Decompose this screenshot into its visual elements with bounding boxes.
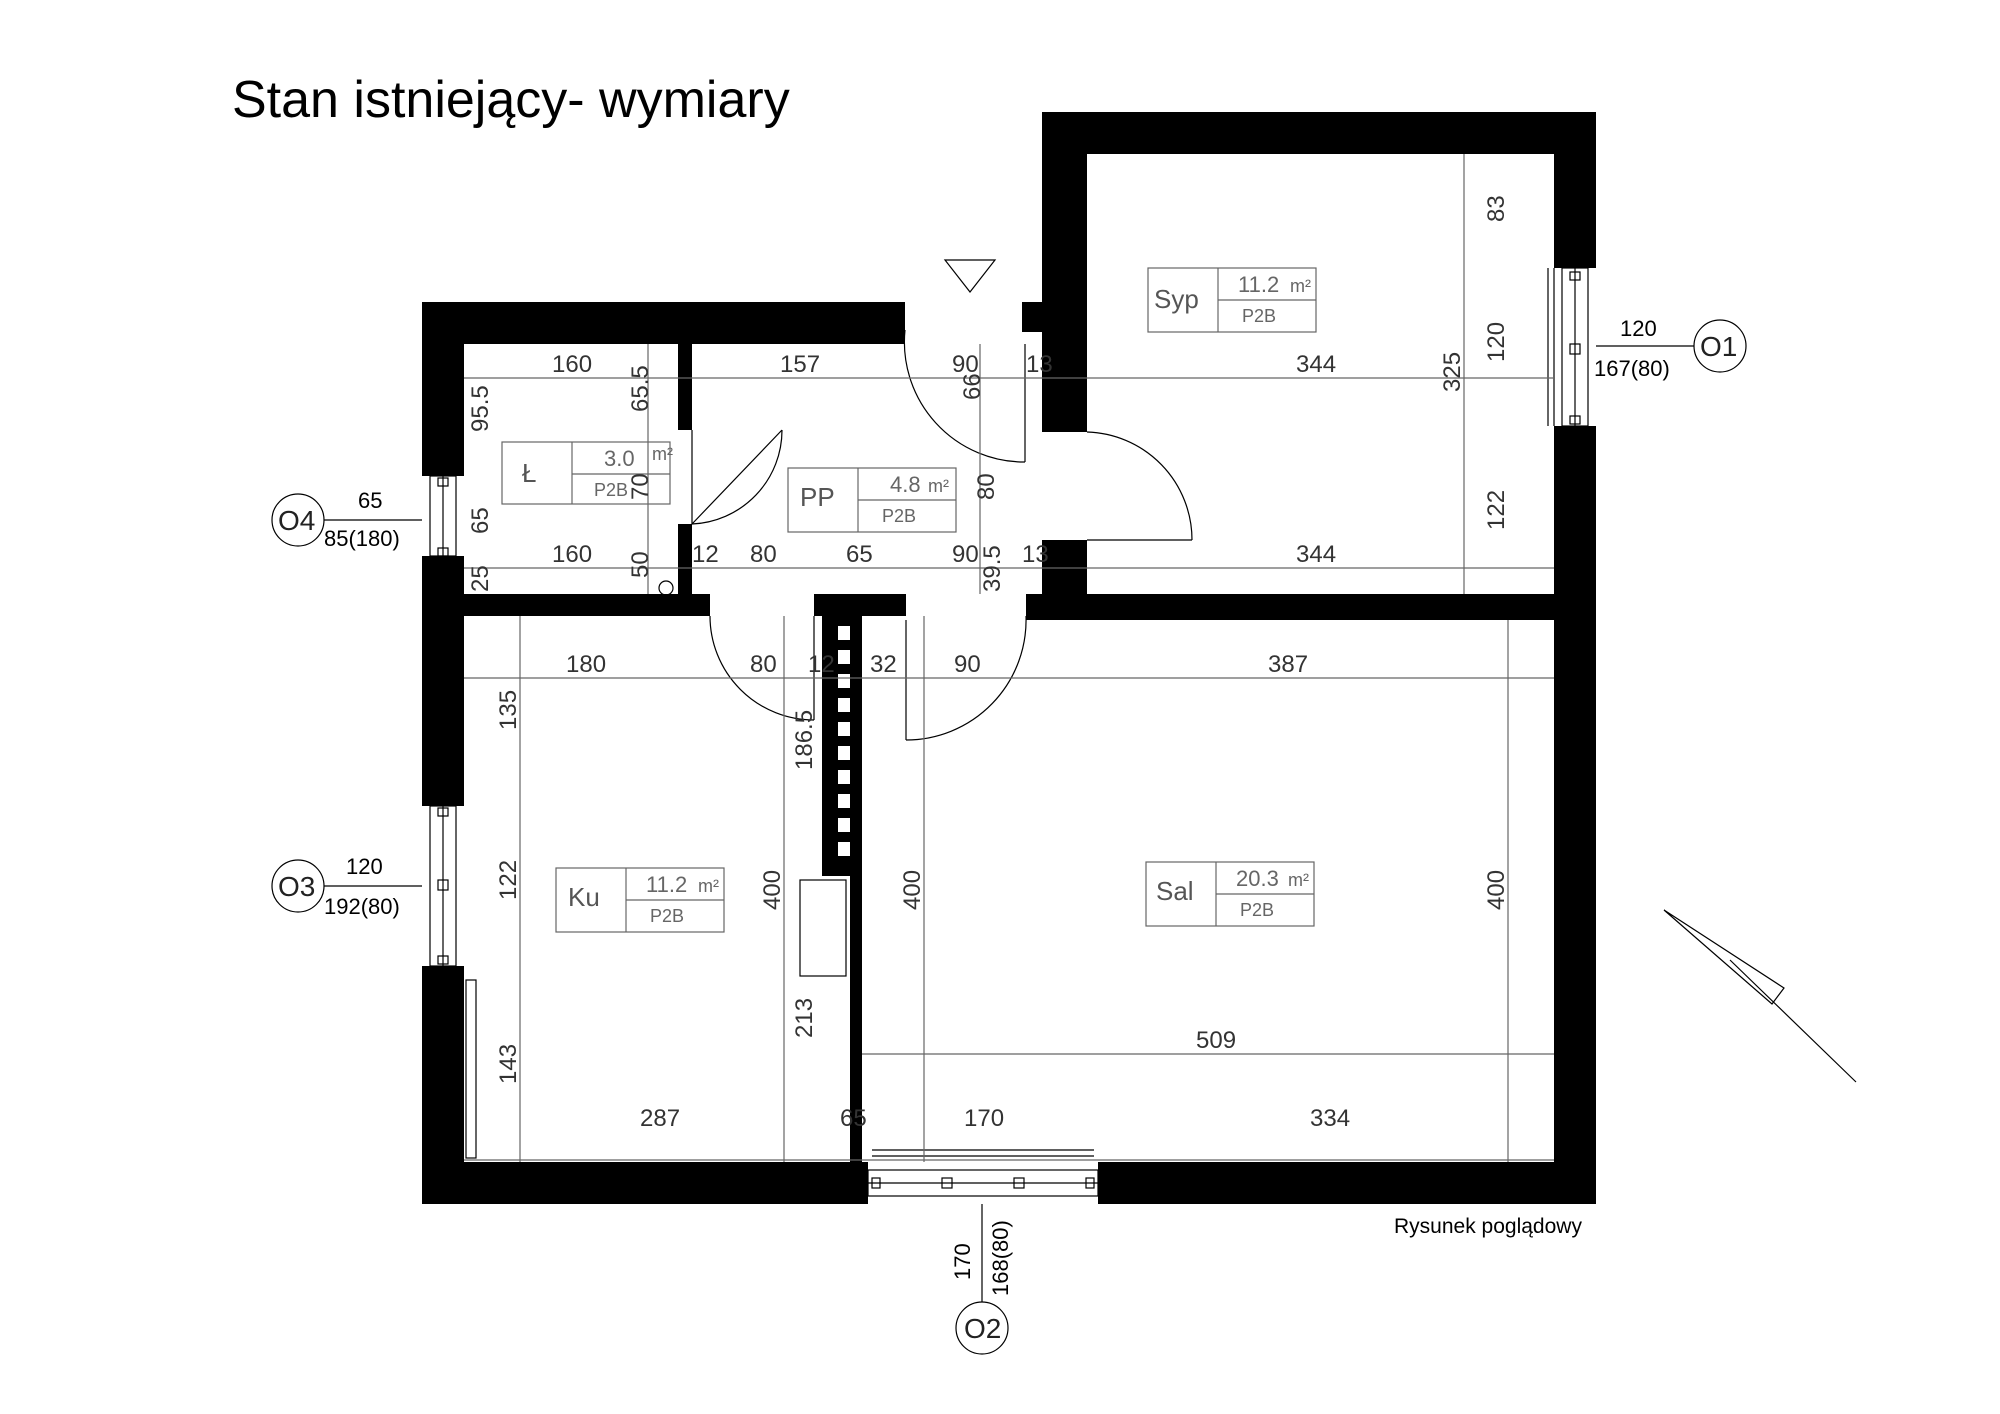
room-class: P2B bbox=[1240, 900, 1274, 920]
dim-h-12-low: 12 bbox=[808, 651, 835, 678]
kitchen-cabinet bbox=[799, 879, 847, 977]
window-height: 192(80) bbox=[324, 894, 400, 919]
window-height: 167(80) bbox=[1594, 356, 1670, 381]
dim-h-13-top: 13 bbox=[1026, 351, 1053, 378]
dim-h-170: 170 bbox=[964, 1105, 1004, 1132]
walls bbox=[422, 112, 1596, 1204]
room-lazienka: Ł 3.0 m² P2B bbox=[501, 441, 673, 505]
dim-v-65-5: 65.5 bbox=[627, 365, 654, 412]
dim-h-334: 334 bbox=[1310, 1105, 1350, 1132]
room-area-unit: m² bbox=[928, 476, 949, 496]
room-area-unit: m² bbox=[652, 444, 673, 464]
window-label: O4 bbox=[278, 505, 315, 536]
drain bbox=[658, 580, 674, 596]
room-label: Syp bbox=[1154, 284, 1199, 314]
dim-h-80-mid: 80 bbox=[750, 541, 777, 568]
dim-h-12-mid: 12 bbox=[692, 541, 719, 568]
dim-h-287: 287 bbox=[640, 1105, 680, 1132]
window-tag-O2: O2 170 168(80) bbox=[950, 1204, 1013, 1355]
dim-v-122-ku: 122 bbox=[495, 860, 522, 900]
dim-v-122-syp: 122 bbox=[1483, 490, 1510, 530]
dim-v-400-sal-l: 400 bbox=[899, 870, 926, 910]
window-tag-O4: O4 65 85(180) bbox=[271, 488, 422, 551]
dim-h-13-mid: 13 bbox=[1022, 541, 1049, 568]
room-label: PP bbox=[800, 482, 835, 512]
window-label: O2 bbox=[964, 1313, 1001, 1344]
room-area: 3.0 bbox=[604, 446, 635, 471]
dim-v-39-5: 39.5 bbox=[979, 545, 1006, 592]
window-label: O1 bbox=[1700, 331, 1737, 362]
window-tag-O3: O3 120 192(80) bbox=[271, 854, 422, 919]
window-width: 120 bbox=[1620, 316, 1657, 341]
kitchen-bench bbox=[465, 979, 477, 1159]
dim-v-70: 70 bbox=[627, 473, 654, 500]
dim-v-50: 50 bbox=[627, 551, 654, 578]
north-arrow bbox=[1663, 909, 1857, 1083]
dim-h-65-bot: 65 bbox=[840, 1105, 867, 1132]
dim-v-95-5: 95.5 bbox=[467, 385, 494, 432]
room-area: 4.8 bbox=[890, 472, 921, 497]
room-area: 11.2 bbox=[1238, 272, 1279, 297]
room-area: 11.2 bbox=[646, 872, 687, 897]
room-class: P2B bbox=[882, 506, 916, 526]
dim-h-90-top: 90 bbox=[952, 351, 979, 378]
room-class: P2B bbox=[594, 480, 628, 500]
dim-v-400-sal-r: 400 bbox=[1483, 870, 1510, 910]
window-height: 85(180) bbox=[324, 526, 400, 551]
dim-v-83: 83 bbox=[1483, 195, 1510, 222]
room-area: 20.3 bbox=[1236, 866, 1279, 891]
dim-h-80-low: 80 bbox=[750, 651, 777, 678]
room-label: Ł bbox=[522, 458, 536, 488]
room-area-unit: m² bbox=[1288, 870, 1309, 890]
room-area-unit: m² bbox=[1290, 276, 1311, 296]
dim-v-325: 325 bbox=[1439, 352, 1466, 392]
dim-v-186-5: 186.5 bbox=[791, 710, 818, 770]
dim-v-213: 213 bbox=[791, 998, 818, 1038]
window-tag-O1: O1 120 167(80) bbox=[1594, 316, 1747, 381]
room-przedpokoj: PP 4.8 m² P2B bbox=[787, 467, 957, 533]
room-area-unit: m² bbox=[698, 876, 719, 896]
window-width: 170 bbox=[950, 1243, 975, 1280]
dim-h-344-top: 344 bbox=[1296, 351, 1336, 378]
room-kuchnia: Ku 11.2 m² P2B bbox=[555, 867, 725, 933]
dim-v-400-ku: 400 bbox=[759, 870, 786, 910]
room-class: P2B bbox=[1242, 306, 1276, 326]
dimension-labels: 160 157 90 13 344 160 12 80 65 90 13 344… bbox=[467, 195, 1510, 1132]
window-width: 65 bbox=[358, 488, 382, 513]
doors bbox=[691, 329, 1193, 741]
dim-h-90-mid: 90 bbox=[952, 541, 979, 568]
window-label: O3 bbox=[278, 871, 315, 902]
dim-h-160-bot: 160 bbox=[552, 541, 592, 568]
dim-h-32: 32 bbox=[870, 651, 897, 678]
dim-v-120-syp: 120 bbox=[1483, 322, 1510, 362]
dim-v-66: 66 bbox=[959, 373, 986, 400]
dim-v-80-pp: 80 bbox=[973, 473, 1000, 500]
window-height: 168(80) bbox=[988, 1220, 1013, 1296]
dim-v-143: 143 bbox=[495, 1044, 522, 1084]
window-width: 120 bbox=[346, 854, 383, 879]
dim-h-344-bot: 344 bbox=[1296, 541, 1336, 568]
dim-v-25: 25 bbox=[467, 565, 494, 592]
dim-v-135: 135 bbox=[495, 690, 522, 730]
dimension-lines bbox=[464, 154, 1554, 1162]
room-salon: Sal 20.3 m² P2B bbox=[1145, 861, 1315, 927]
dim-h-157: 157 bbox=[780, 351, 820, 378]
room-class: P2B bbox=[650, 906, 684, 926]
plan-note: Rysunek poglądowy bbox=[1394, 1215, 1582, 1238]
window-openings bbox=[429, 267, 1589, 1197]
dim-v-65-l: 65 bbox=[467, 507, 494, 534]
dim-h-90-low: 90 bbox=[954, 651, 981, 678]
dim-h-180: 180 bbox=[566, 651, 606, 678]
dim-h-160-top: 160 bbox=[552, 351, 592, 378]
room-label: Sal bbox=[1156, 876, 1194, 906]
room-label: Ku bbox=[568, 882, 600, 912]
dim-h-509: 509 bbox=[1196, 1027, 1236, 1054]
plan-title: Stan istniejący- wymiary bbox=[232, 71, 790, 129]
entrance-marker bbox=[943, 259, 997, 293]
dim-h-65-mid: 65 bbox=[846, 541, 873, 568]
room-sypialnia: Syp 11.2 m² P2B bbox=[1147, 267, 1317, 333]
dim-h-387: 387 bbox=[1268, 651, 1308, 678]
